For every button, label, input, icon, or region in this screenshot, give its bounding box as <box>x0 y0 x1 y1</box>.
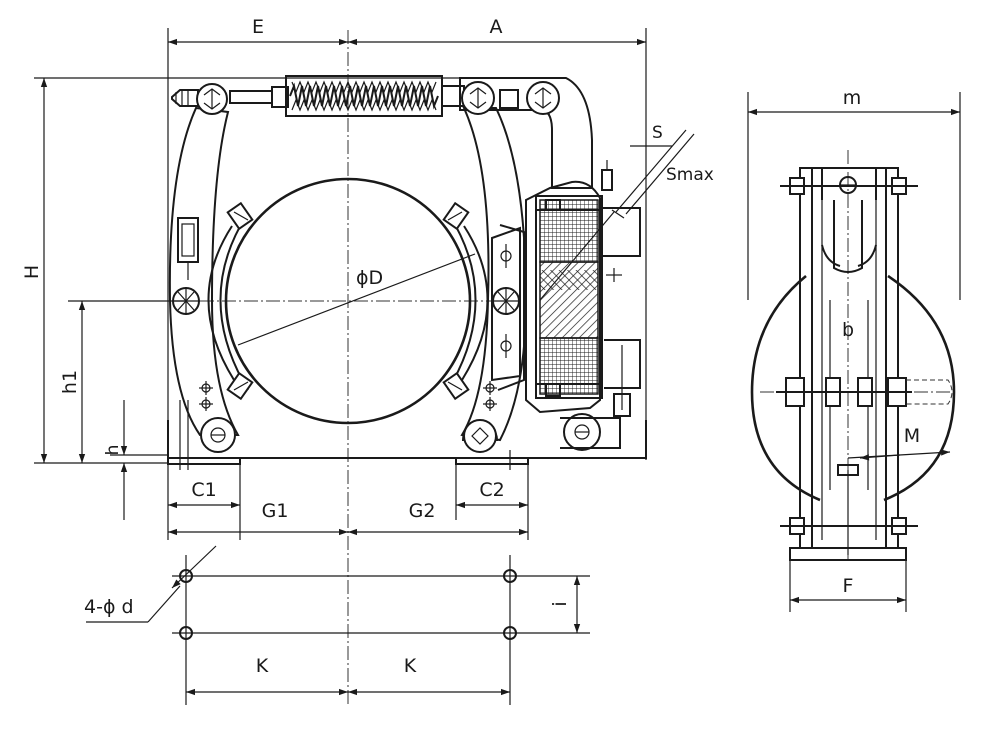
dim-label-G1: G1 <box>262 500 289 522</box>
dim-label-K-right: K <box>404 655 417 677</box>
dim-label-b: b <box>842 319 854 341</box>
dim-label-h1: h1 <box>59 370 81 394</box>
dim-label-F: F <box>843 575 854 597</box>
dim-label-K-left: K <box>256 655 269 677</box>
dim-label-i: i <box>549 601 571 606</box>
dim-label-C1: C1 <box>191 479 216 501</box>
bottom-pivot-center <box>461 419 499 453</box>
dim-label-Smax: Smax <box>666 165 714 185</box>
bottom-pivot-right <box>563 413 601 451</box>
dim-label-G2: G2 <box>409 500 436 522</box>
dim-label-H: H <box>21 265 43 279</box>
top-pivot-right <box>526 81 560 115</box>
dim-label-A: A <box>490 16 503 38</box>
dim-label-E: E <box>252 16 264 38</box>
shoe-bolt-bottom-left <box>226 371 254 401</box>
dim-label-m: m <box>843 87 862 109</box>
base-hole-plan <box>86 545 590 705</box>
dim-label-M: M <box>904 425 920 447</box>
right-brake-arm <box>460 107 528 442</box>
mounting-hole <box>179 569 517 640</box>
dim-label-phiD: ϕD <box>356 267 383 289</box>
top-pivot-middle <box>461 81 495 115</box>
top-pivot-left <box>196 83 228 115</box>
dim-label-C2: C2 <box>479 479 504 501</box>
electromagnet <box>525 180 603 414</box>
shoe-bolt-top-right <box>442 201 470 231</box>
dim-label-holes: 4-ϕ d <box>84 596 134 618</box>
dim-label-h: h <box>103 445 123 456</box>
dim-label-S: S <box>652 123 663 143</box>
front-view <box>34 28 695 705</box>
spring-rod-assembly <box>171 75 465 117</box>
side-view <box>747 92 961 612</box>
side-view-dimensions <box>748 108 960 604</box>
bottom-pivot-left <box>200 417 236 453</box>
left-brake-arm <box>168 106 240 436</box>
shoe-bolt-top-left <box>226 201 254 231</box>
shoe-bolt-bottom-right <box>442 371 470 401</box>
brake-drum <box>224 177 472 425</box>
front-view-dimensions <box>40 38 646 536</box>
